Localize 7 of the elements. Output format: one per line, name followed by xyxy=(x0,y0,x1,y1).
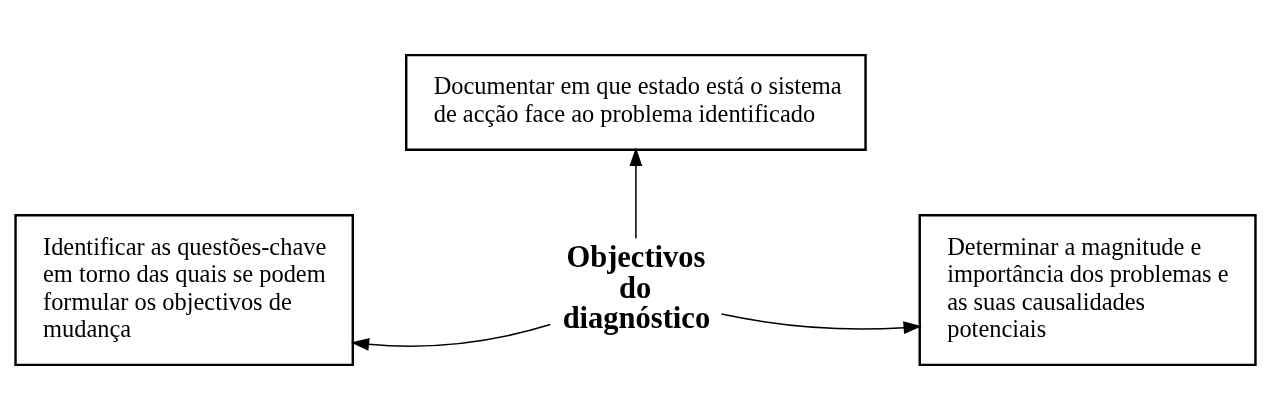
node-box: Identificar as questões-chave em torno das quais se podem formular os objectivos de mudança xyxy=(14,214,355,367)
arrow xyxy=(720,313,922,335)
node-box: Documentar em que estado está o sistema de acção face ao problema identificado xyxy=(405,53,867,151)
node-box: Determinar a magnitude e importância dos problemas e as suas causalidades potenciais xyxy=(918,214,1257,367)
arrow xyxy=(629,147,643,239)
arrow xyxy=(350,323,552,351)
node-text: Objectivos do diagnóstico xyxy=(562,240,711,336)
